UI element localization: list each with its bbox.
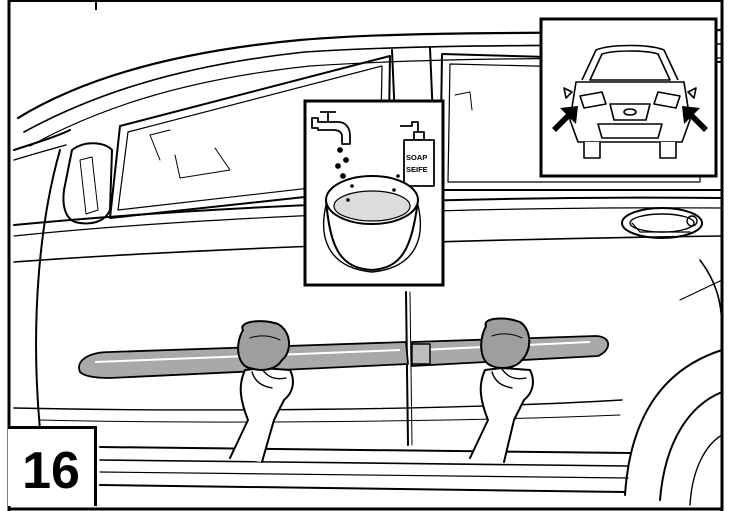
door-gap xyxy=(405,291,409,446)
soap-label-line2: SEIFE xyxy=(406,165,428,174)
front-door-edge xyxy=(35,149,61,431)
car-front-icon xyxy=(563,44,697,159)
arrow-icon xyxy=(552,106,708,132)
right-hand-with-sponge xyxy=(469,317,534,463)
soap-label-line1: SOAP xyxy=(406,153,427,162)
faucet-icon xyxy=(311,111,351,179)
sponge-icon xyxy=(480,317,531,369)
belt-line xyxy=(13,196,723,226)
side-mirror xyxy=(62,142,113,225)
bucket-icon xyxy=(322,175,422,273)
bucket-water xyxy=(333,190,411,222)
step-number: 16 xyxy=(22,441,80,500)
hand-icon xyxy=(469,367,534,463)
car-front-inset xyxy=(539,17,718,178)
sponge-icon xyxy=(237,320,290,371)
sill-line xyxy=(99,446,631,454)
car-body xyxy=(13,28,724,506)
wash-inset: SOAP SEIFE xyxy=(303,99,445,287)
step-number-box: 16 xyxy=(8,426,97,506)
rear-wheel-arch xyxy=(624,349,723,496)
door-handle xyxy=(621,207,703,239)
left-hand-with-sponge xyxy=(229,320,294,463)
a-pillar xyxy=(13,129,71,151)
soap-bottle-icon: SOAP SEIFE xyxy=(394,121,435,188)
hand-icon xyxy=(229,367,294,463)
